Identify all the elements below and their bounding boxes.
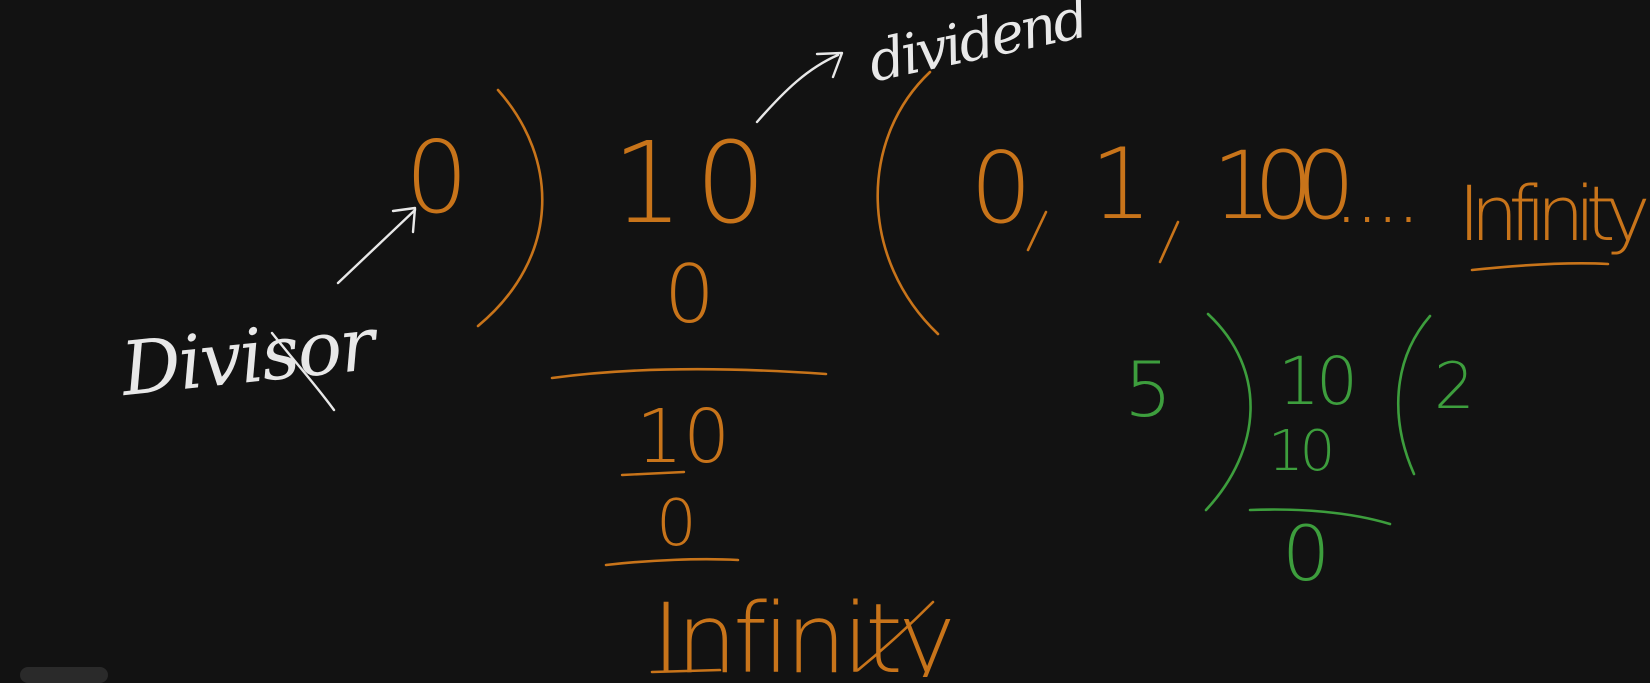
dividend-ten: 10 [612,119,779,249]
dividend-arrow-head [815,51,844,79]
divisor-arrow-head [391,206,417,234]
dividend-annotation: dividend [755,0,1093,124]
example-quotient-bracket [1396,314,1432,476]
example-subtraction-line [1248,508,1392,526]
example-bracket [1204,312,1252,512]
series-item-0: 0 [970,132,1032,246]
quotient-bracket [876,70,940,336]
example-quotient: 2 [1434,350,1475,424]
divisor-zero: 0 [405,119,469,236]
example-subtract: 10 [1268,419,1331,484]
series-comma-2 [1158,220,1180,264]
infinity-base-stroke [650,668,722,674]
example-remainder: 0 [1282,509,1330,598]
series-infinity-underline [1470,262,1610,272]
divisor-annotation: Divisor [115,206,417,413]
series-item-2: 100 [1212,132,1348,241]
example-divisor: 5 [1124,345,1172,434]
subtract-zero-2: 0 [656,487,697,561]
example-dividend: 10 [1278,343,1354,420]
division-bracket [476,88,544,328]
remainder-underline [620,470,686,477]
dividend-label: dividend [863,0,1093,95]
series-comma-1 [1026,210,1048,252]
quotient-series: 0 1 100 .... Infinity [876,70,1650,336]
division-example: 5 10 10 0 2 [1124,312,1475,598]
infinity-tail-stroke [856,600,935,672]
divisor-arrow [336,208,417,285]
bottom-toolbar-tab[interactable] [20,667,108,683]
subtraction-line-1 [550,367,828,380]
remainder-ten: 10 [636,394,730,480]
divisor-label: Divisor [115,300,384,413]
division-by-zero: 0 10 0 10 0 Infinity [405,88,956,677]
series-infinity: Infinity [1458,169,1647,258]
subtraction-line-2 [604,557,740,567]
dividend-arrow [755,53,840,124]
subtract-zero-1: 0 [664,248,715,341]
series-item-1: 1 [1090,128,1152,242]
series-ellipsis: .... [1340,186,1423,232]
divisor-underline-stroke [270,331,336,412]
infinity-result: Infinity [652,583,952,677]
